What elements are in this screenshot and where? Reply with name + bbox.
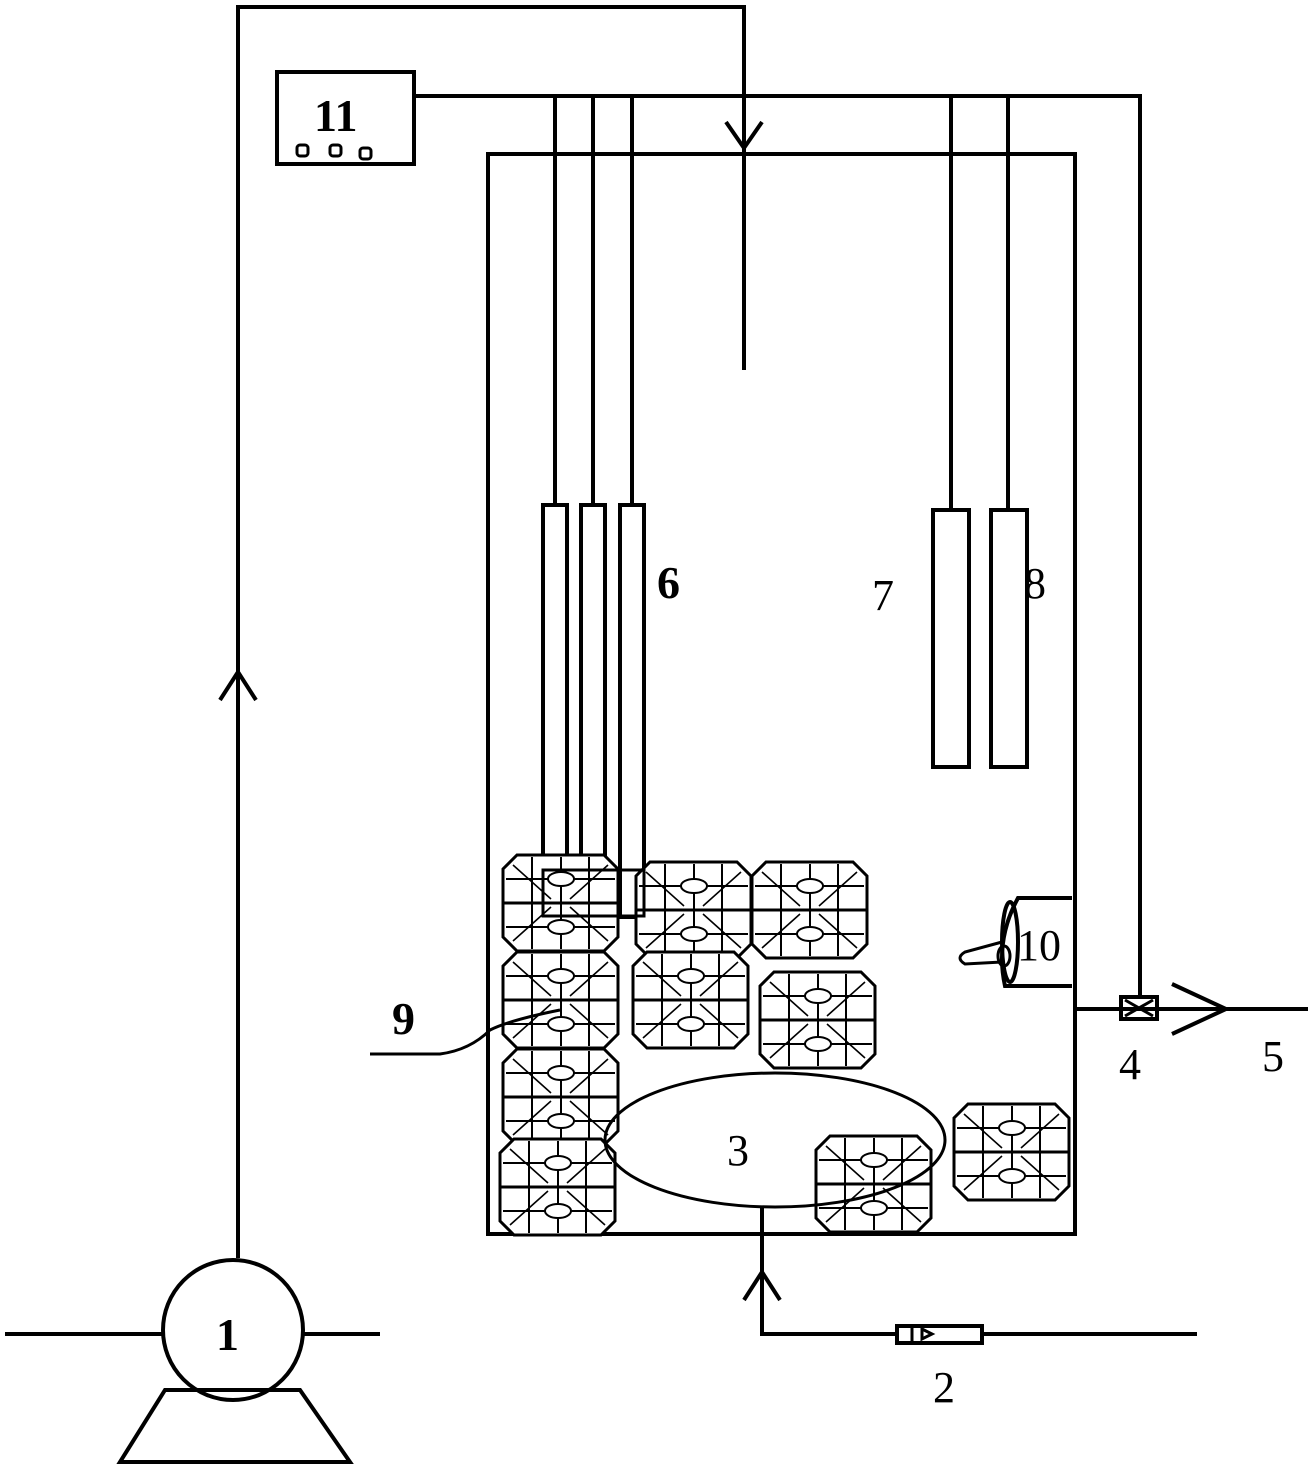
label-outlet: 5 bbox=[1262, 1032, 1284, 1081]
label-cable: 9 bbox=[392, 993, 415, 1044]
heater bbox=[958, 896, 1072, 988]
label-flowmeter: 2 bbox=[933, 1363, 955, 1412]
label-probe-8: 8 bbox=[1024, 559, 1046, 608]
label-controller: 11 bbox=[314, 90, 357, 141]
controller-buttons bbox=[295, 143, 373, 161]
label-aerator: 3 bbox=[727, 1126, 749, 1175]
label-electrode-group: 6 bbox=[657, 557, 680, 608]
carrier-modules bbox=[498, 853, 1071, 1237]
aeration-ring bbox=[603, 1071, 947, 1209]
probe-7 bbox=[931, 508, 971, 769]
electrode-tips bbox=[541, 868, 646, 918]
controller-wiring bbox=[415, 94, 1142, 996]
outlet-valve bbox=[1119, 995, 1159, 1021]
label-probe-7: 7 bbox=[872, 571, 894, 620]
label-outlet-valve: 4 bbox=[1119, 1040, 1141, 1089]
label-pump: 1 bbox=[216, 1309, 239, 1360]
flowmeter bbox=[895, 1324, 984, 1345]
downflow-arrow bbox=[724, 120, 764, 152]
outlet-arrow bbox=[1171, 982, 1231, 1036]
reactor-tank bbox=[486, 152, 1077, 1236]
air-arrow bbox=[742, 1268, 782, 1302]
controller-box bbox=[275, 70, 416, 166]
probe-wires bbox=[949, 96, 1010, 510]
label-heater: 10 bbox=[1017, 921, 1061, 970]
pump bbox=[5, 1258, 380, 1464]
electrode-wires bbox=[553, 96, 634, 505]
air-pipe bbox=[760, 1207, 1197, 1336]
recirculation-pipe bbox=[236, 5, 746, 1258]
cable bbox=[370, 1008, 561, 1056]
probe-8 bbox=[989, 508, 1029, 769]
upflow-arrow bbox=[218, 668, 258, 702]
